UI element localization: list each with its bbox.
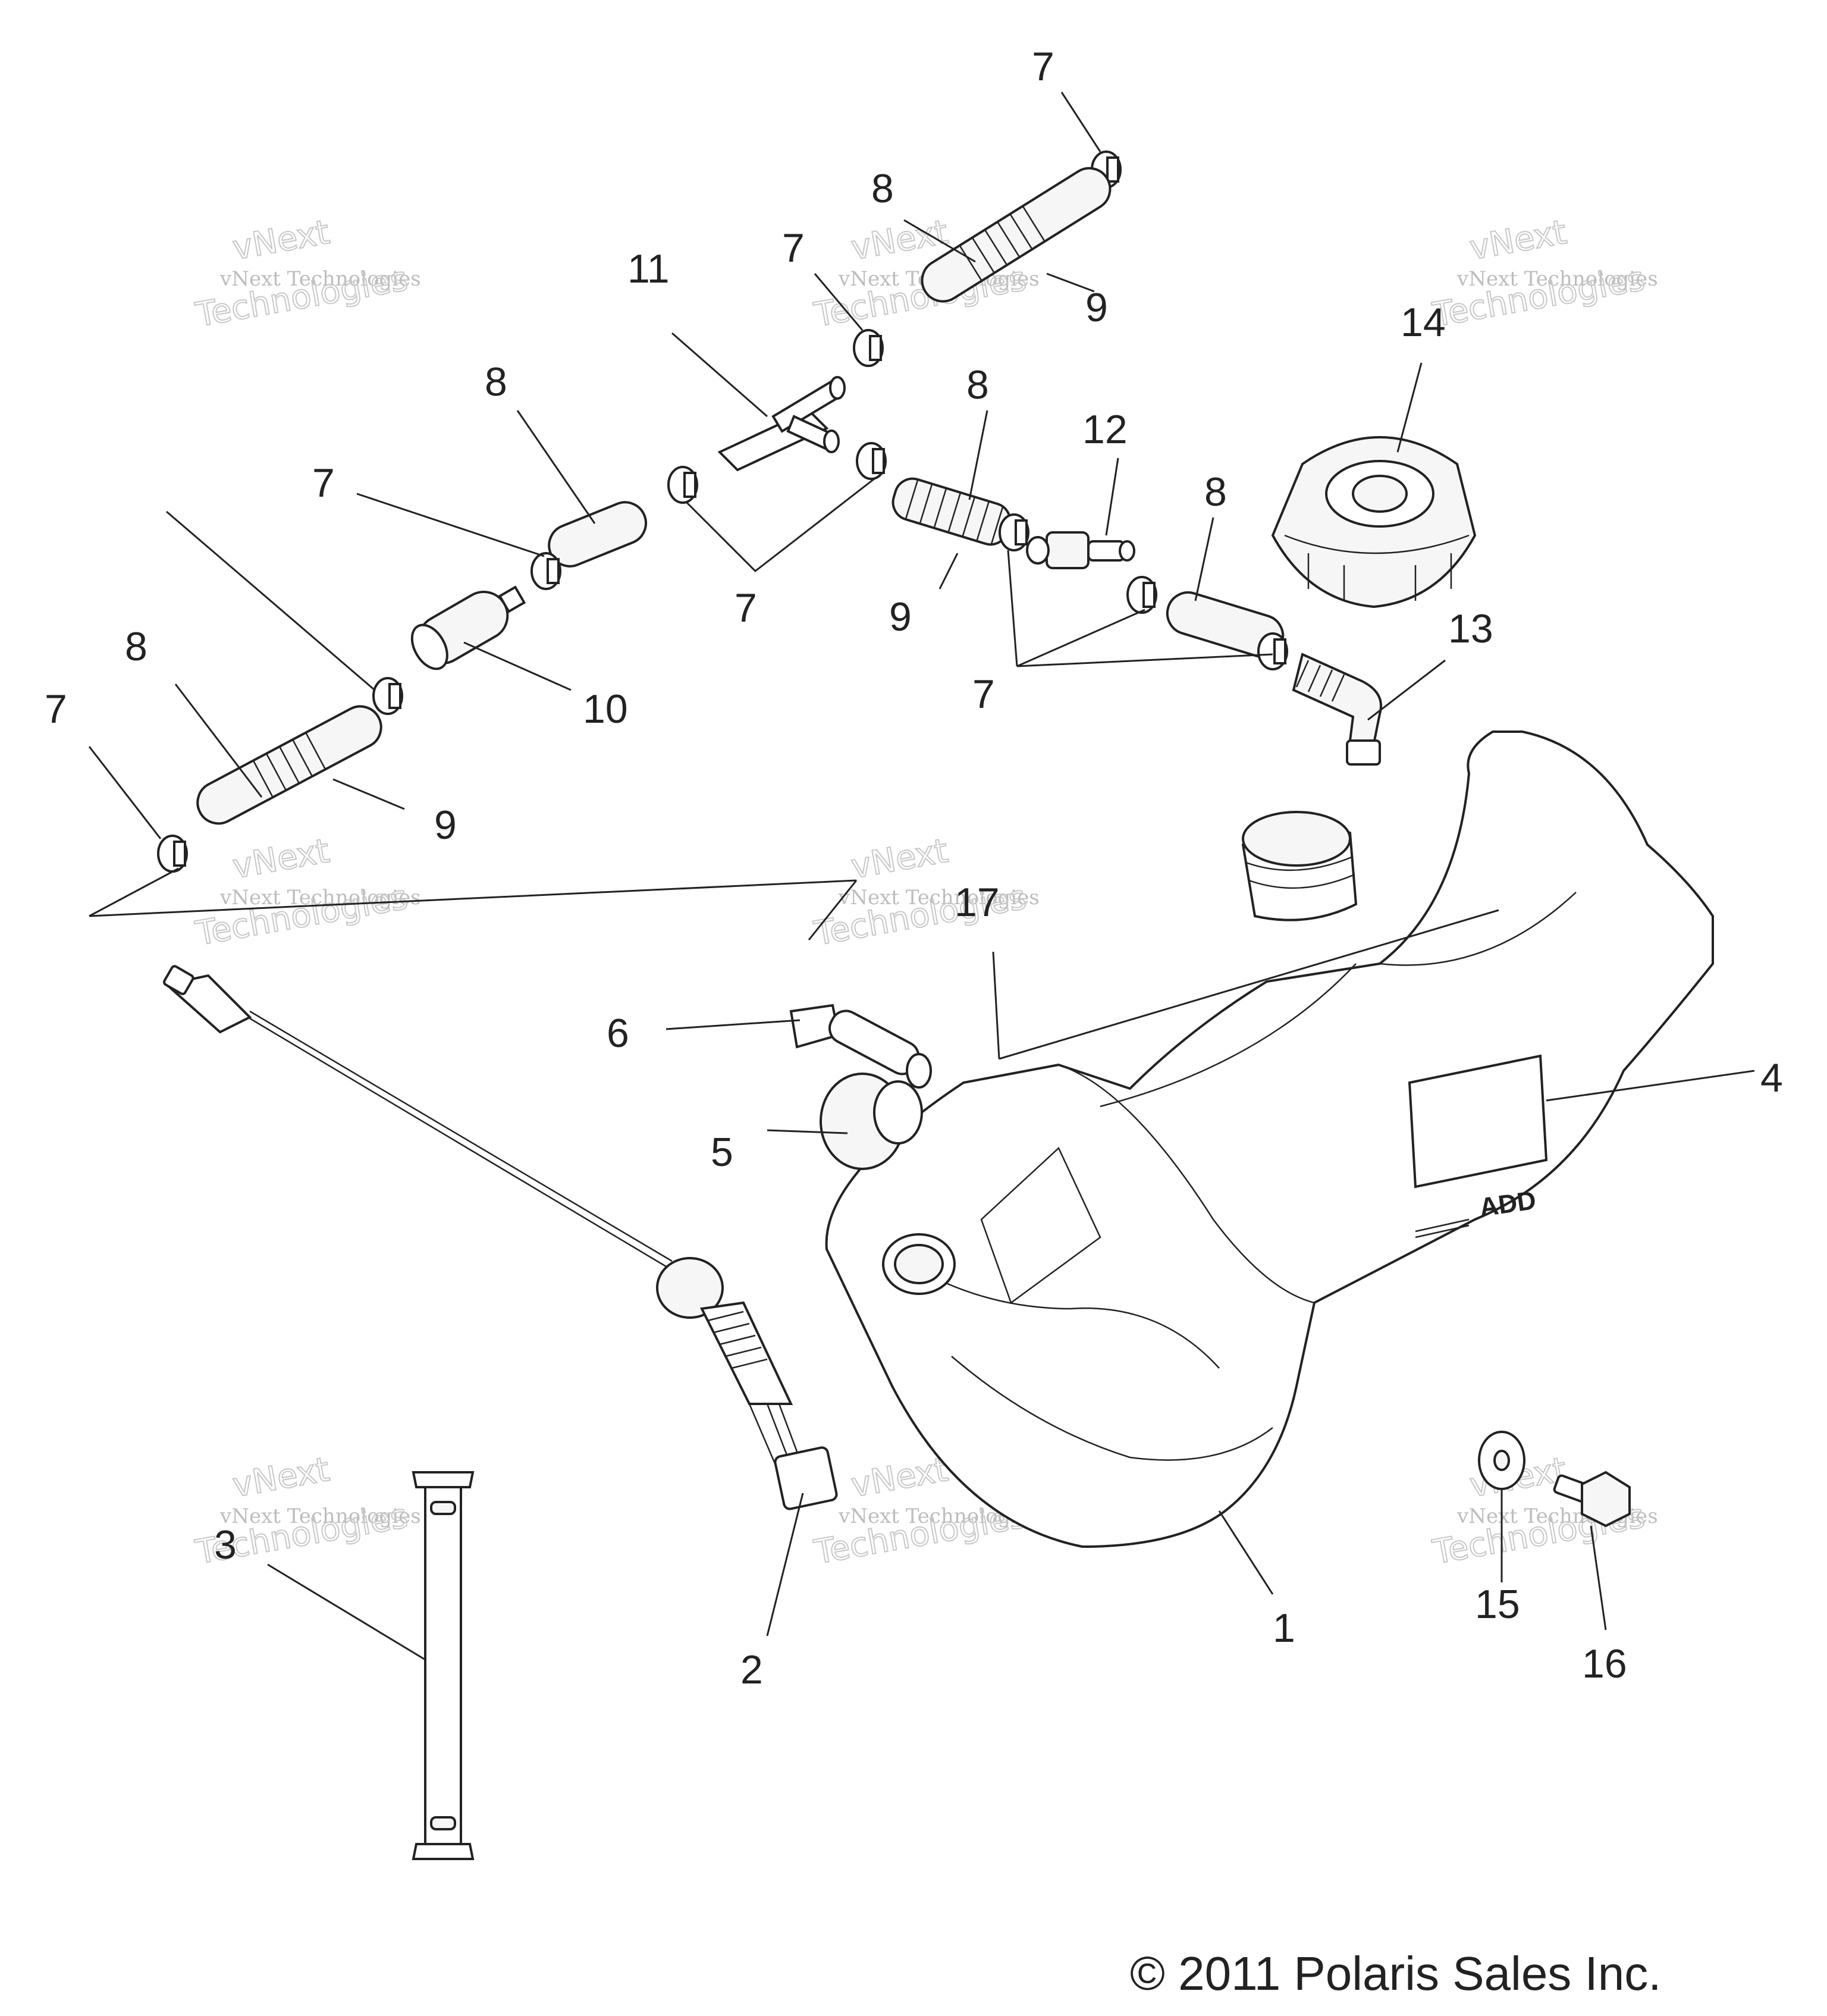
callout-5: 5	[711, 1130, 733, 1175]
callout-7: 7	[734, 585, 757, 631]
callout-13: 13	[1448, 606, 1493, 651]
callout-3: 3	[214, 1522, 237, 1567]
svg-text:vNext: vNext	[848, 1450, 950, 1505]
callout-numbers: 7 8 9 7 11 14 8 8 12 7 8 7 9 13 7 8 10 7…	[45, 44, 1783, 1692]
callout-7: 7	[782, 225, 805, 271]
callout-8: 8	[125, 624, 147, 669]
clamp-part-7-left-of-10	[372, 677, 403, 715]
fuel-cap-part-14	[1271, 436, 1477, 609]
copyright-text: © 2011 Polaris Sales Inc.	[1130, 1947, 1661, 2000]
check-valve-part-12	[1026, 531, 1135, 569]
callout-8: 8	[871, 166, 894, 211]
callout-11: 11	[627, 246, 670, 291]
washer-part-15	[1478, 1431, 1525, 1490]
svg-text:vNext Technologies: vNext Technologies	[219, 267, 421, 291]
fuel-tank-part-1: ADD	[825, 730, 1714, 1548]
clamp-part-7-before-12	[999, 513, 1029, 551]
svg-text:vNext Technologies: vNext Technologies	[219, 1504, 421, 1528]
callout-12: 12	[1082, 407, 1128, 452]
tee-fitting-part-11	[717, 376, 846, 472]
leader-lines	[88, 92, 1755, 1661]
fuel-sender-part-2	[163, 965, 838, 1510]
clamp-part-7-left-end	[157, 835, 188, 873]
svg-text:vNext: vNext	[1467, 213, 1569, 268]
svg-text:vNext: vNext	[230, 1450, 332, 1505]
vent-hose-upper	[921, 167, 1112, 303]
callout-8: 8	[485, 359, 507, 405]
callout-7: 7	[1032, 44, 1054, 89]
svg-text:vNext Technologies: vNext Technologies	[1456, 267, 1658, 291]
callout-7: 7	[972, 672, 995, 717]
watermark: vNext vNext Technologies Technologies	[811, 831, 1040, 954]
svg-text:vNext: vNext	[230, 832, 332, 886]
callout-17: 17	[955, 880, 1000, 925]
clamp-part-7-left-of-11	[667, 466, 698, 504]
svg-text:vNext Technologies: vNext Technologies	[838, 886, 1040, 910]
rollover-valve-part-6	[789, 1004, 932, 1089]
callout-16: 16	[1582, 1641, 1627, 1686]
watermark: vNext vNext Technologies Technologies	[192, 831, 421, 954]
callout-7: 7	[45, 686, 67, 732]
callout-2: 2	[740, 1647, 763, 1692]
clamp-part-7-center	[530, 552, 561, 590]
svg-text:vNext: vNext	[848, 832, 950, 886]
clamp-part-7-after-12	[1126, 576, 1157, 614]
callout-14: 14	[1401, 300, 1446, 345]
clamp-part-7-near-13	[1257, 632, 1288, 670]
callout-8: 8	[1204, 469, 1227, 515]
callout-4: 4	[1760, 1055, 1783, 1101]
vent-hose-left	[196, 705, 382, 825]
svg-text:vNext: vNext	[230, 213, 332, 268]
callout-1: 1	[1273, 1606, 1295, 1651]
callout-9: 9	[434, 802, 457, 848]
watermark: vNext vNext Technologies Technologies	[192, 212, 421, 336]
watermark: vNext vNext Technologies Technologies	[1429, 212, 1658, 336]
callout-9: 9	[889, 594, 912, 639]
clamp-part-7-right-of-11	[856, 442, 887, 480]
callout-15: 15	[1475, 1582, 1520, 1627]
clamp-part-7-near-11	[853, 329, 884, 367]
filter-part-10	[410, 585, 526, 670]
elbow-fitting-part-13	[1292, 653, 1382, 766]
spring-part-9-center	[891, 477, 1012, 546]
callout-7: 7	[312, 460, 335, 506]
callout-9: 9	[1085, 285, 1108, 330]
grommet-part-5	[820, 1073, 923, 1170]
strap-part-3	[412, 1471, 475, 1860]
callout-8: 8	[966, 362, 989, 407]
callout-10: 10	[583, 686, 628, 732]
callout-6: 6	[607, 1011, 629, 1056]
bolt-part-16	[1553, 1471, 1631, 1528]
